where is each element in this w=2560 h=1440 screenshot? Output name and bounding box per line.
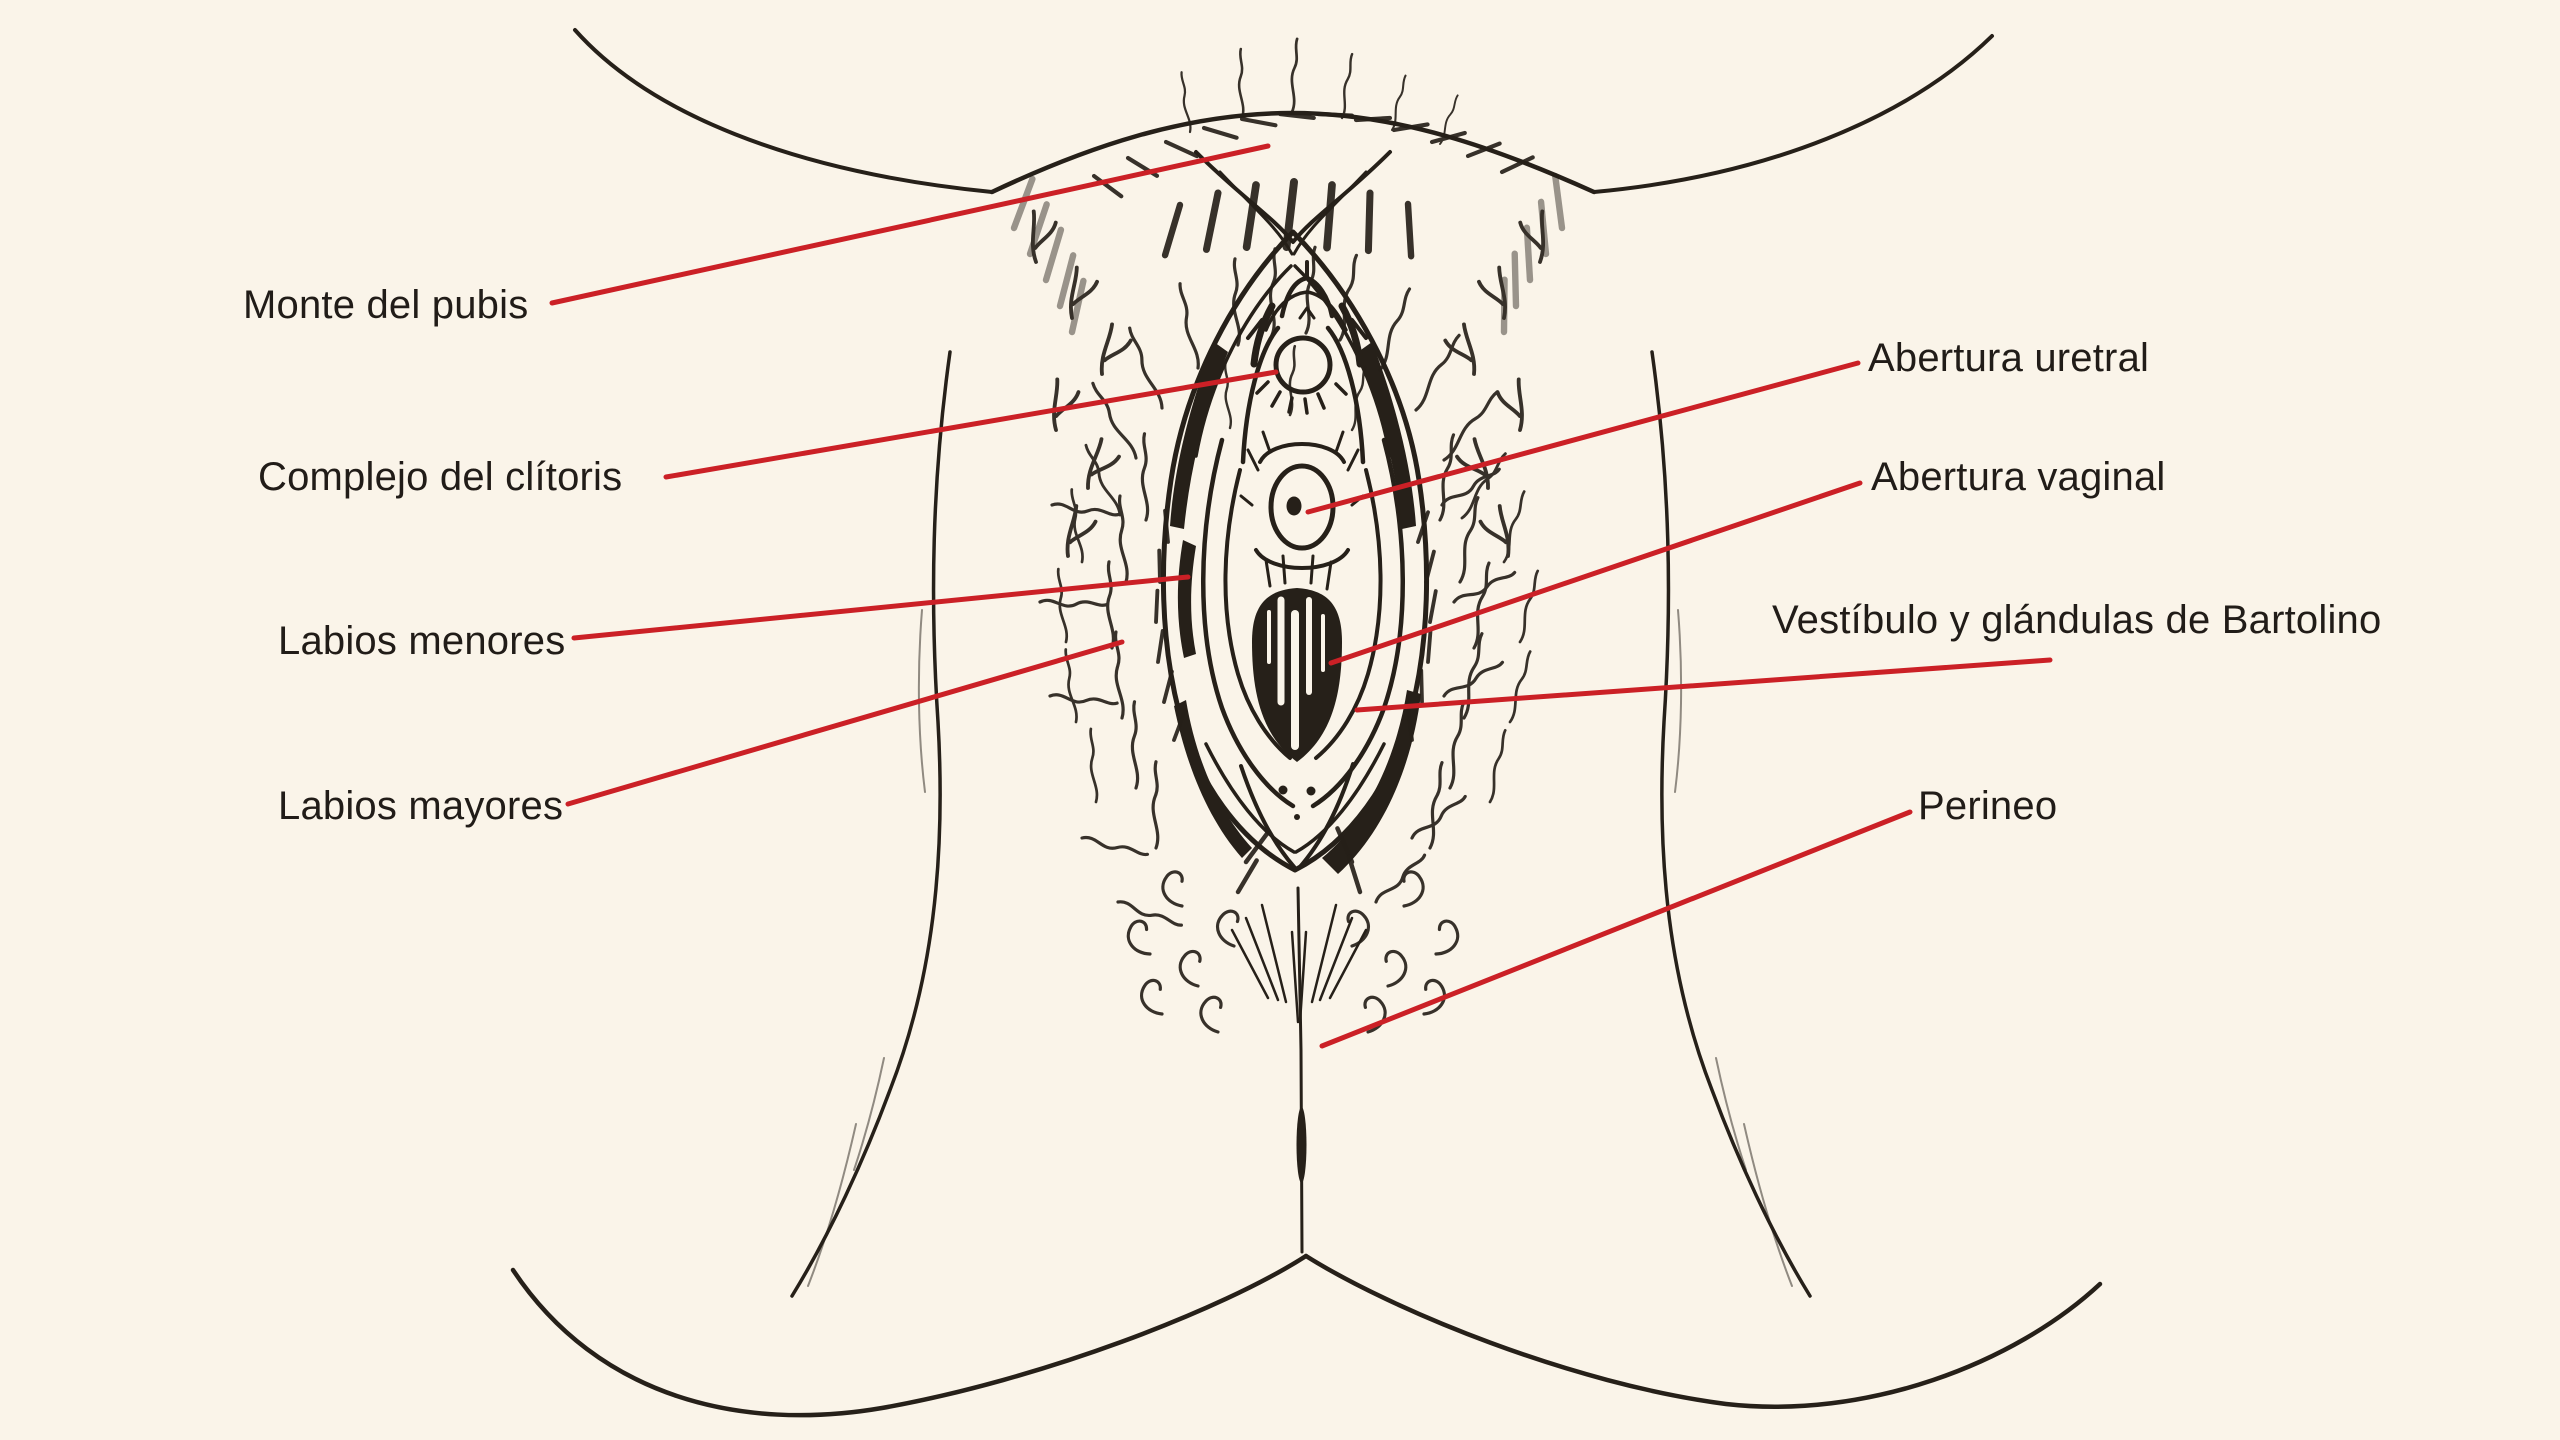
leader-line-complejo-del-clitoris [663,369,1279,480]
labia-minora-contours [1201,437,1405,809]
leader-line-vestibulo [1354,657,2053,713]
leader-line-abertura-uretral [1305,360,1861,515]
vaginal-opening [1239,554,1355,870]
perineal-raphe [1230,886,1368,1254]
gluteal-fold-curves [510,1253,2103,1418]
urethral-opening [1239,430,1365,570]
label-abertura-vaginal: Abertura vaginal [1871,455,2166,499]
label-labios-menores: Labios menores [278,619,566,663]
label-vestibulo-y-glandulas-de-bartolino: Vestíbulo y glándulas de Bartolino [1772,598,2382,642]
hip-contours [573,28,1994,195]
label-labios-mayores: Labios mayores [278,784,564,828]
leader-line-labios-mayores [565,639,1125,807]
leader-line-monte-del-pubis [549,143,1271,306]
leader-line-abertura-vaginal [1328,480,1863,666]
leader-lines [549,143,2053,1049]
pubic-hair [1009,37,1568,1036]
leader-line-perineo [1319,809,1913,1049]
leader-line-labios-menores [571,574,1191,641]
torso-side-contours [790,350,1812,1298]
label-complejo-del-clitoris: Complejo del clítoris [258,455,623,499]
label-monte-del-pubis: Monte del pubis [243,283,529,327]
label-perineo: Perineo [1918,784,2058,828]
label-abertura-uretral: Abertura uretral [1868,336,2150,380]
glans-clitoris [1255,335,1348,415]
